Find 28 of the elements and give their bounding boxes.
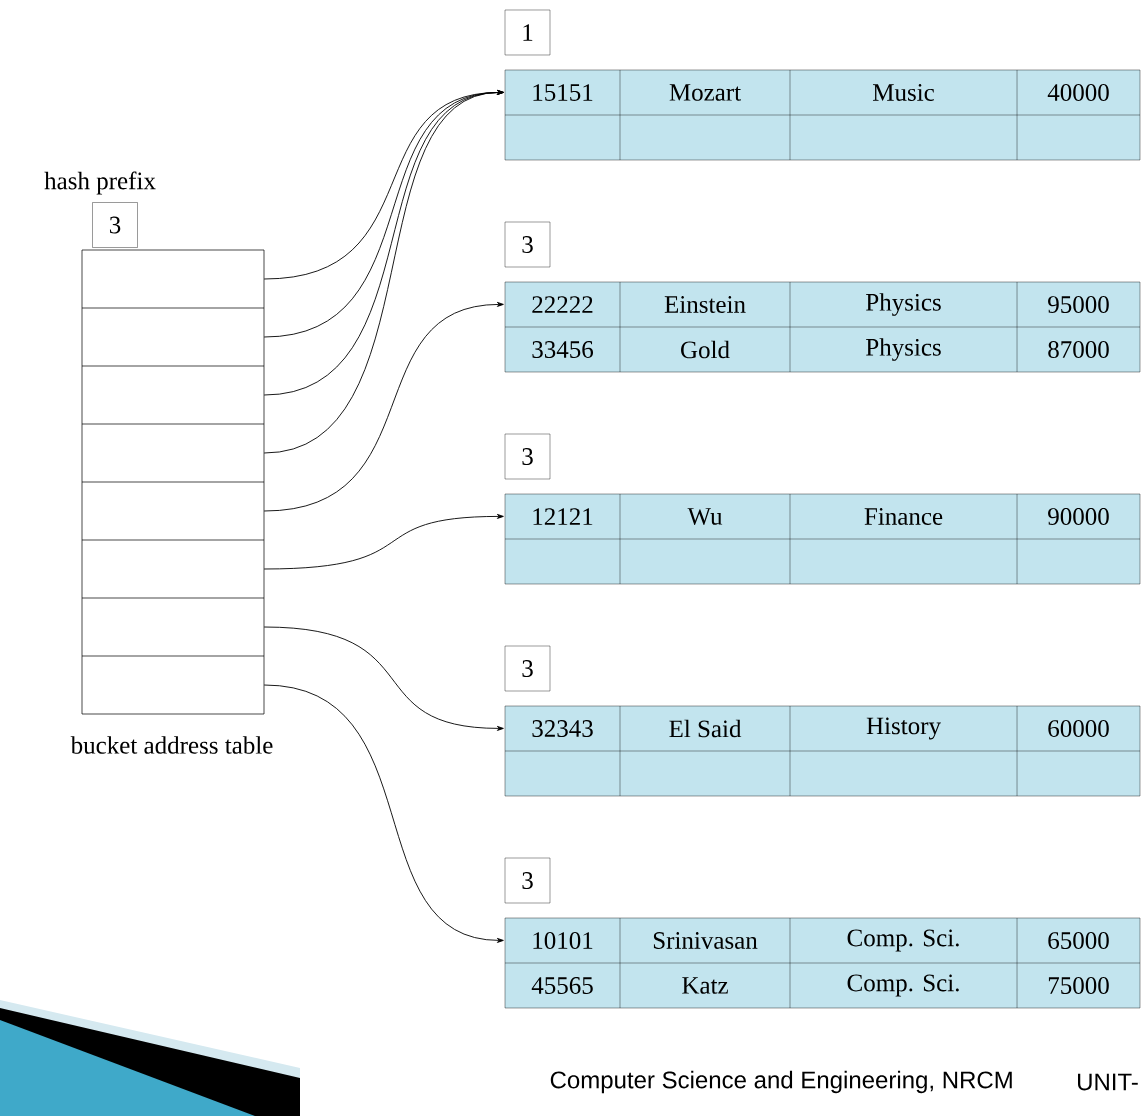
number-box: 3: [504, 645, 551, 692]
number-box: 3: [504, 221, 551, 268]
arrow: [263, 684, 504, 943]
arrow: [263, 89, 504, 454]
bucket-table: 15151 Mozart Music 40000: [504, 69, 1141, 161]
arrow: [263, 626, 504, 731]
arrow: [263, 301, 504, 512]
number-box: 3: [92, 202, 138, 248]
table-slot: [81, 539, 265, 599]
arrow: [263, 513, 504, 570]
number-box: 3: [504, 857, 551, 904]
footer-text: Computer Science and Engineering, NRCM: [550, 1070, 1012, 1094]
table-slot: [81, 365, 265, 425]
number-box: 3: [504, 433, 551, 480]
caption-text: bucket address table: [70, 736, 273, 754]
bucket-table: 10101 Srinivasan Comp. Sci. 65000 45565 Katz Comp. Sci. 75000: [504, 917, 1141, 1009]
bucket-table: 22222 Einstein Physics 95000 33456 Gold Physics 87000: [504, 281, 1141, 373]
number-box: 1: [504, 9, 551, 56]
table-slot: [81, 597, 265, 657]
table-slot: [81, 423, 265, 483]
table-slot: [81, 655, 265, 715]
table-slot: [81, 481, 265, 541]
caption-text: hash prefix: [44, 171, 156, 195]
footer-text: UNIT-: [1078, 1073, 1138, 1091]
table-slot: [81, 307, 265, 367]
bucket-table: 32343 El Said History 60000: [504, 705, 1141, 797]
table-slot: [81, 249, 265, 309]
bucket-table: 12121 Wu Finance 90000: [504, 493, 1141, 585]
